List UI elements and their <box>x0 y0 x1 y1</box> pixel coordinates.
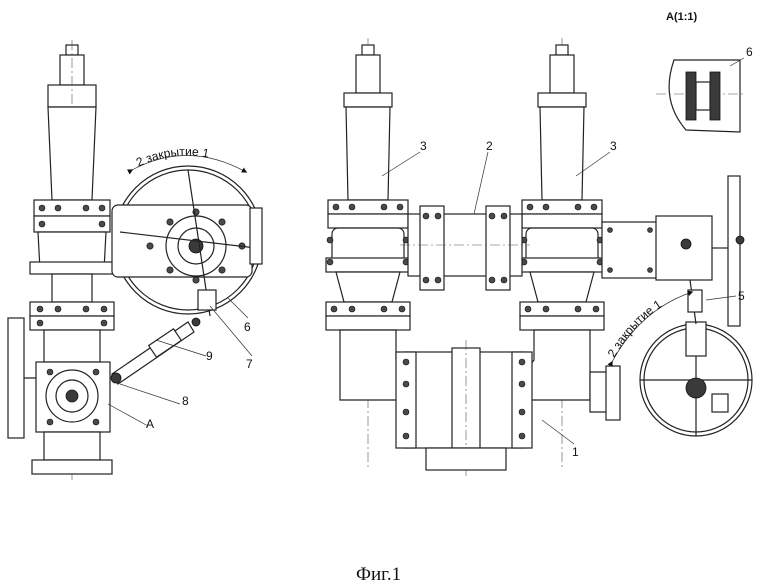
callout-6-detail: 6 <box>746 45 753 59</box>
manifold-bolts <box>402 358 526 440</box>
left-side-view: 2 закрытие 1 <box>7 40 263 480</box>
pipe-flange-bolts <box>422 212 508 284</box>
callout-1: 1 <box>572 445 579 459</box>
callout-2: 2 <box>486 139 493 153</box>
callout-9: 9 <box>206 349 213 363</box>
right-callout-leaders <box>381 151 737 445</box>
callout-5: 5 <box>738 289 745 303</box>
flange-bolts-lower <box>36 305 108 327</box>
left-callout-leaders <box>107 297 253 427</box>
callout-8: 8 <box>182 394 189 408</box>
flange-bolts-upper <box>38 204 106 228</box>
callout-6: 6 <box>244 320 251 334</box>
detail-view-title: А(1:1) <box>666 11 698 23</box>
callout-7: 7 <box>246 357 253 371</box>
figure-caption: Фиг.1 <box>356 564 401 585</box>
callout-3-right: 3 <box>610 139 617 153</box>
rotation-label-right: 2 закрытие 1 <box>605 297 665 360</box>
section-label-a: А <box>146 417 154 431</box>
detail-view-a: А(1:1) 6 <box>656 11 753 133</box>
svg-text:2 закрытие 1: 2 закрытие 1 <box>605 297 665 360</box>
rotation-label-left: 2 закрытие 1 <box>134 144 210 169</box>
svg-text:2 закрытие 1: 2 закрытие 1 <box>134 144 210 169</box>
callout-3-left: 3 <box>420 139 427 153</box>
actuator-bolts <box>607 227 653 273</box>
